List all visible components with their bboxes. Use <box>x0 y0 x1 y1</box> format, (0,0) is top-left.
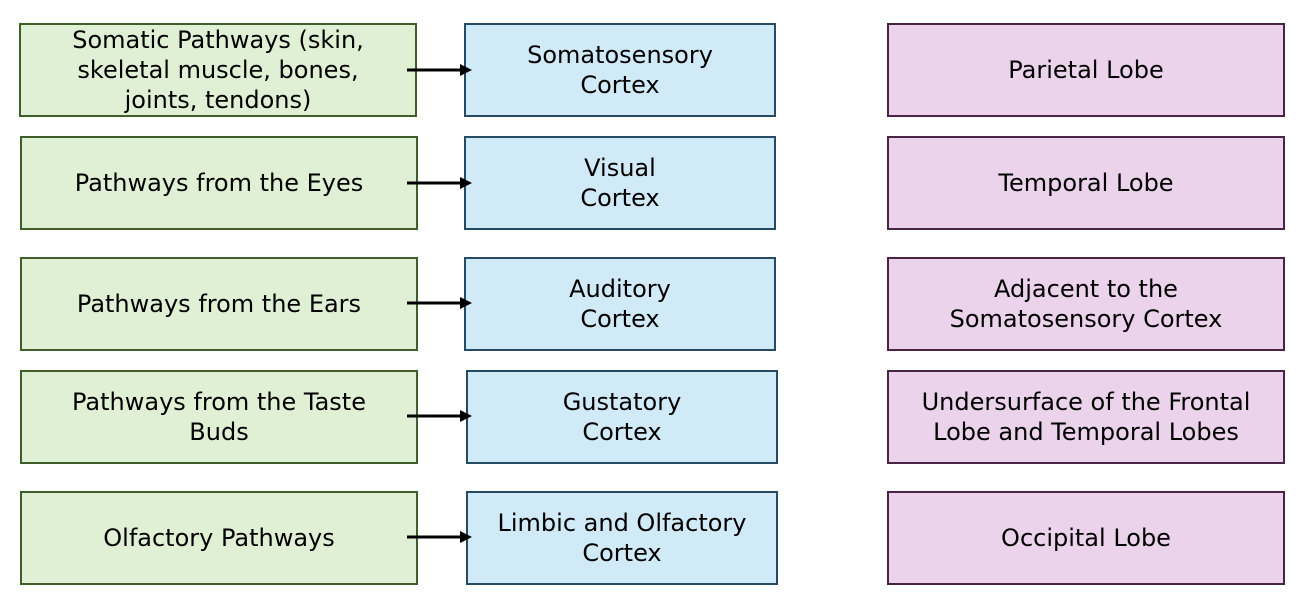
arrow-row-1 <box>407 64 472 76</box>
pathway-box-eyes: Pathways from the Eyes <box>20 136 418 230</box>
cortex-label: Visual Cortex <box>580 154 660 212</box>
cortex-label: Gustatory Cortex <box>562 388 682 446</box>
lobe-label: Undersurface of the Frontal Lobe and Tem… <box>921 388 1251 446</box>
arrow-row-2 <box>407 177 472 189</box>
cortex-box-visual: Visual Cortex <box>464 136 776 230</box>
cortex-box-limbic-olfactory: Limbic and Olfactory Cortex <box>466 491 778 585</box>
pathway-label: Olfactory Pathways <box>103 524 335 552</box>
cortex-box-auditory: Auditory Cortex <box>464 257 776 351</box>
lobe-box-adjacent-somatosensory: Adjacent to the Somatosensory Cortex <box>887 257 1285 351</box>
lobe-label: Parietal Lobe <box>1008 56 1164 84</box>
cortex-label: Somatosensory Cortex <box>527 41 713 99</box>
pathway-box-olfactory: Olfactory Pathways <box>20 491 418 585</box>
lobe-label: Occipital Lobe <box>1001 524 1171 552</box>
arrow-row-5 <box>407 531 472 543</box>
cortex-label: Limbic and Olfactory Cortex <box>497 509 747 567</box>
pathway-box-taste-buds: Pathways from the Taste Buds <box>20 370 418 464</box>
arrow-row-3 <box>407 297 472 309</box>
pathway-label: Pathways from the Eyes <box>74 169 364 197</box>
pathway-label: Somatic Pathways (skin, skeletal muscle,… <box>72 26 364 114</box>
lobe-box-parietal: Parietal Lobe <box>887 23 1285 117</box>
pathway-label: Pathways from the Ears <box>76 290 362 318</box>
pathway-label: Pathways from the Taste Buds <box>72 388 366 446</box>
pathway-box-ears: Pathways from the Ears <box>20 257 418 351</box>
pathway-box-somatic: Somatic Pathways (skin, skeletal muscle,… <box>19 23 417 117</box>
cortex-box-somatosensory: Somatosensory Cortex <box>464 23 776 117</box>
lobe-box-frontal-temporal-undersurface: Undersurface of the Frontal Lobe and Tem… <box>887 370 1285 464</box>
cortex-box-gustatory: Gustatory Cortex <box>466 370 778 464</box>
lobe-label: Temporal Lobe <box>998 169 1174 197</box>
lobe-box-temporal: Temporal Lobe <box>887 136 1285 230</box>
arrow-row-4 <box>407 410 472 422</box>
lobe-box-occipital: Occipital Lobe <box>887 491 1285 585</box>
cortex-label: Auditory Cortex <box>569 275 671 333</box>
lobe-label: Adjacent to the Somatosensory Cortex <box>949 275 1223 333</box>
